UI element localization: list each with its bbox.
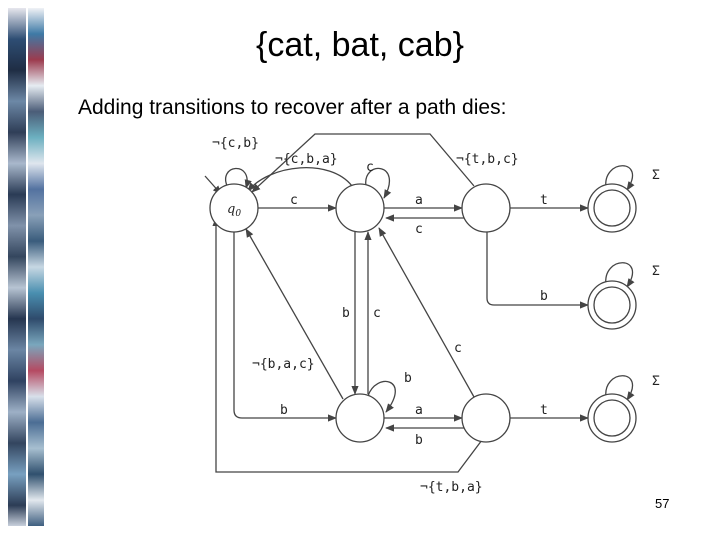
state-ba bbox=[461, 393, 511, 443]
label-b-to-ba: a bbox=[415, 403, 423, 418]
label-ca-to-cat: t bbox=[540, 193, 548, 208]
label-b-to-q0: ¬{b,a,c} bbox=[252, 357, 315, 372]
label-sigma-cab: Σ bbox=[652, 264, 660, 279]
state-cab-accepting-inner bbox=[593, 286, 631, 324]
edge-c-self bbox=[365, 167, 392, 199]
slide-title: {cat, bat, cab} bbox=[256, 26, 464, 64]
edge-ca-to-q0 bbox=[251, 133, 475, 193]
edge-ca-to-cab bbox=[486, 232, 589, 309]
state-q0 bbox=[209, 183, 259, 233]
state-cat-accepting-inner bbox=[593, 189, 631, 227]
label-b-self: b bbox=[404, 371, 412, 386]
label-q0-self: ¬{c,b} bbox=[212, 136, 259, 151]
edge-b-self bbox=[367, 380, 396, 413]
label-ba-to-b: b bbox=[415, 433, 423, 448]
label-ca-to-cab: b bbox=[540, 289, 548, 304]
state-bat-accepting-inner bbox=[593, 399, 631, 437]
decorative-side-strip-pattern bbox=[28, 8, 44, 526]
edge-q0-to-b bbox=[233, 232, 337, 422]
edge-ba-to-c bbox=[378, 227, 475, 398]
state-ca bbox=[461, 183, 511, 233]
state-b bbox=[335, 393, 385, 443]
label-ba-to-q0: ¬{t,b,a} bbox=[420, 480, 483, 495]
state-c bbox=[335, 183, 385, 233]
edge-cab-self bbox=[605, 262, 635, 288]
decorative-side-strip bbox=[8, 8, 26, 526]
label-ca-to-c: c bbox=[415, 222, 423, 237]
edge-q0-self bbox=[225, 167, 252, 189]
label-c-self: c bbox=[366, 160, 374, 175]
label-sigma-cat: Σ bbox=[652, 168, 660, 183]
edge-cat-self bbox=[605, 165, 635, 191]
label-c-to-ca: a bbox=[415, 193, 423, 208]
label-c-to-q0: ¬{c,b,a} bbox=[275, 152, 338, 167]
state-q0-label: q0 bbox=[227, 202, 241, 219]
edge-ba-to-q0 bbox=[212, 217, 483, 473]
label-ba-to-c: c bbox=[454, 341, 462, 356]
label-sigma-bat: Σ bbox=[652, 374, 660, 389]
label-q0-to-c: c bbox=[290, 193, 298, 208]
label-ca-to-q0: ¬{t,b,c} bbox=[456, 152, 519, 167]
label-q0-to-b: b bbox=[280, 403, 288, 418]
label-ba-to-bat: t bbox=[540, 403, 548, 418]
page-number: 57 bbox=[655, 496, 670, 511]
edge-c-to-q0 bbox=[247, 167, 353, 192]
slide-subtitle: Adding transitions to recover after a pa… bbox=[78, 96, 507, 119]
edge-bat-self bbox=[605, 375, 635, 401]
label-c-to-b: b bbox=[342, 306, 350, 321]
edge-b-to-q0 bbox=[245, 228, 344, 400]
label-b-to-c: c bbox=[373, 306, 381, 321]
